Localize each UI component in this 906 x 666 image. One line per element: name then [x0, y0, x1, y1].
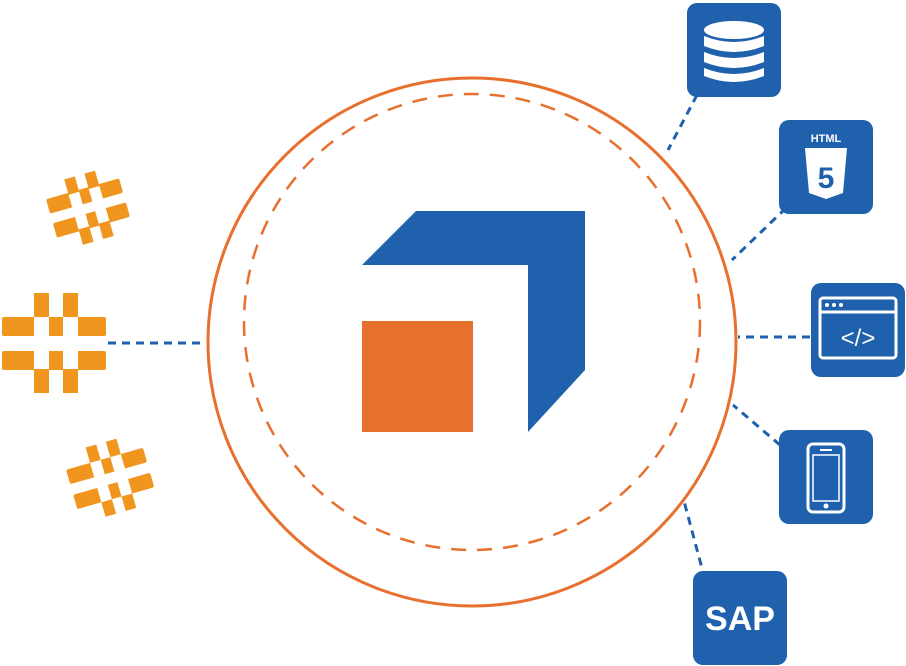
- api-hash-icon: [66, 438, 154, 517]
- logo-blue-arrow: [362, 211, 585, 432]
- mobile-phone-icon: [806, 442, 846, 514]
- code-label: </>: [841, 325, 876, 352]
- connector-sap: [679, 489, 705, 573]
- api-hash-icon: [46, 170, 130, 245]
- database-tile: [687, 3, 781, 97]
- center-logo: [362, 211, 585, 432]
- connector-html5: [730, 206, 788, 262]
- connector-database: [666, 94, 699, 151]
- logo-orange-square: [362, 321, 473, 432]
- mobile-tile: [779, 430, 873, 524]
- code-tile: </>: [811, 283, 905, 377]
- sap-tile: SAP: [693, 571, 787, 665]
- html5-icon: 5: [805, 148, 847, 199]
- html5-label: HTML: [811, 133, 842, 145]
- hub-inner-dashed-ring: [242, 92, 702, 552]
- connector-mobile: [732, 403, 781, 447]
- html5-badge: 5: [818, 162, 835, 195]
- html5-tile: HTML 5: [779, 120, 873, 214]
- database-icon: [704, 21, 764, 82]
- api-hash-icon: [2, 293, 106, 393]
- sap-icon: SAP: [705, 600, 775, 638]
- code-window-icon: </>: [818, 296, 898, 360]
- connectors: [108, 94, 810, 573]
